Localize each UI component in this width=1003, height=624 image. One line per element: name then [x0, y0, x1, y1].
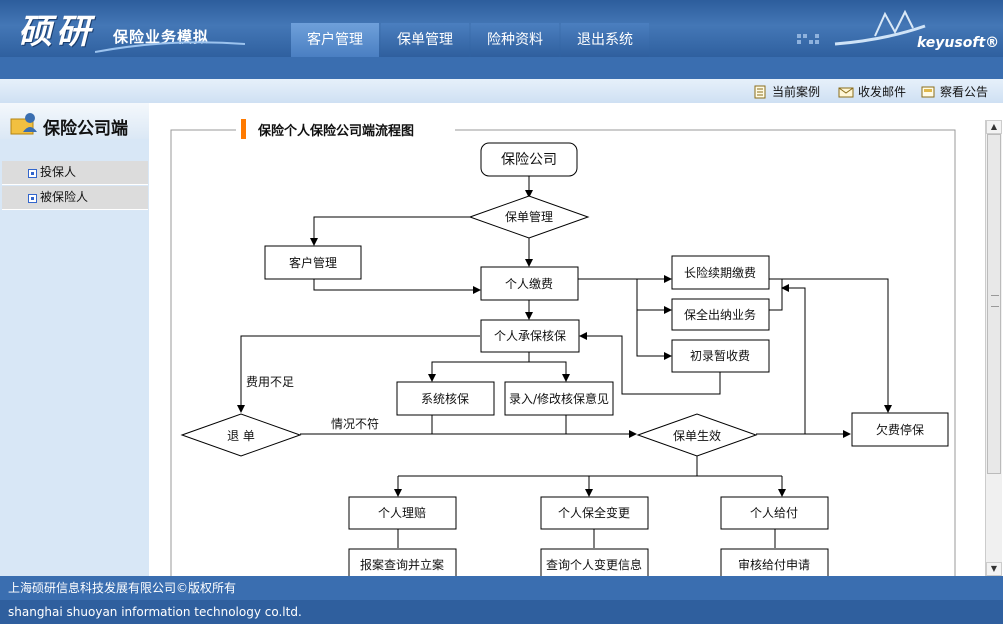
- edge-label-mismatch: 情况不符: [331, 416, 379, 431]
- footer-copyright-text: 上海硕研信息科技发展有限公司©版权所有: [8, 581, 237, 595]
- flowchart: 保险个人保险公司端流程图: [170, 119, 956, 576]
- label-personal-payment: 个人缴费: [505, 276, 553, 291]
- current-case-link[interactable]: 当前案例: [752, 83, 820, 100]
- label-review-payout: 审核给付申请: [738, 557, 810, 572]
- node-payout: [720, 496, 829, 530]
- nav-product-info[interactable]: 险种资料: [471, 23, 559, 57]
- node-report-case: [348, 548, 457, 576]
- sidebar: 保险公司端 投保人 被保险人: [0, 103, 149, 576]
- node-refund: [180, 413, 302, 457]
- node-policy-management: [468, 195, 590, 239]
- sidebar-item-label: 被保险人: [40, 190, 89, 204]
- label-payout: 个人给付: [750, 506, 798, 520]
- node-preservation-change: [540, 496, 649, 530]
- brand-graphic-icon: [797, 9, 926, 46]
- sidebar-item-label: 投保人: [40, 165, 77, 179]
- node-review-payout: [720, 548, 829, 576]
- app-header: 硕研 保险业务模拟 客户管理 保单管理 险种资料 退出系统 keyusoft®: [0, 0, 1003, 57]
- node-system-underwriting: [396, 381, 495, 416]
- footer-company-text: shanghai shuoyan information technology …: [8, 605, 302, 619]
- top-toolbar: 当前案例 收发邮件 察看公告: [0, 79, 1003, 103]
- flow-connectors: [237, 176, 892, 548]
- node-underwriting: [480, 319, 580, 353]
- main-scrollbar[interactable]: ▲ ▼: [985, 120, 1002, 576]
- node-customer-management: [264, 245, 362, 280]
- node-long-term-renewal: [671, 255, 770, 290]
- announcement-link[interactable]: 察看公告: [920, 83, 988, 100]
- main-content: 保险个人保险公司端流程图: [149, 103, 985, 576]
- label-report-case: 报案查询并立案: [360, 557, 444, 572]
- nav-policy-management[interactable]: 保单管理: [381, 23, 469, 57]
- label-insurance-company: 保险公司: [501, 152, 557, 168]
- footer-copyright: 上海硕研信息科技发展有限公司©版权所有: [0, 576, 1003, 600]
- title-accent-bar: [241, 119, 246, 139]
- label-customer-management: 客户管理: [289, 255, 337, 270]
- node-query-change: [540, 548, 649, 576]
- current-case-label: 当前案例: [772, 85, 821, 99]
- main-nav: 客户管理 保单管理 险种资料 退出系统: [291, 23, 651, 57]
- node-initial-receipt: [671, 339, 770, 373]
- label-refund: 退 单: [227, 429, 255, 443]
- sidebar-header: 保险公司端: [0, 103, 149, 139]
- document-icon: [754, 85, 766, 98]
- announcement-label: 察看公告: [940, 85, 989, 99]
- brand-keyusoft: keyusoft®: [917, 35, 1000, 51]
- node-claim: [348, 496, 457, 530]
- label-query-change: 查询个人变更信息: [546, 557, 642, 572]
- node-lapse: [851, 412, 949, 447]
- user-folder-icon: [10, 113, 37, 135]
- label-claim: 个人理赔: [378, 505, 426, 520]
- edge-label-insufficient-fee: 费用不足: [246, 375, 294, 389]
- label-policy-effective: 保单生效: [673, 428, 721, 443]
- label-initial-receipt: 初录暂收费: [690, 349, 750, 363]
- mail-icon: [838, 87, 854, 97]
- footer-company: shanghai shuoyan information technology …: [0, 600, 1003, 624]
- nav-customer-management[interactable]: 客户管理: [291, 23, 379, 57]
- logo-text: 硕研: [18, 12, 94, 52]
- mail-label: 收发邮件: [858, 85, 907, 99]
- scroll-down-arrow-icon[interactable]: ▼: [986, 562, 1002, 576]
- label-long-term-renewal: 长险续期缴费: [684, 265, 756, 280]
- sidebar-item-insured[interactable]: 被保险人: [2, 186, 148, 210]
- label-underwriting: 个人承保核保: [494, 329, 566, 343]
- sidebar-item-policyholder[interactable]: 投保人: [2, 161, 148, 185]
- label-preservation-change: 个人保全变更: [558, 505, 630, 520]
- header-band: [0, 57, 1003, 79]
- label-lapse: 欠费停保: [876, 422, 924, 437]
- sidebar-title: 保险公司端: [43, 119, 128, 139]
- scroll-grip-icon: [991, 295, 999, 307]
- label-edit-opinion: 录入/修改核保意见: [509, 391, 609, 406]
- logo-swoosh-icon: [95, 41, 245, 53]
- label-system-underwriting: 系统核保: [421, 392, 469, 406]
- node-preservation-cashier: [671, 298, 770, 331]
- label-preservation-cashier: 保全出纳业务: [684, 307, 756, 322]
- announcement-icon: [921, 86, 935, 97]
- node-personal-payment: [480, 266, 579, 301]
- bullet-icon: [28, 169, 37, 178]
- flowchart-title: 保险个人保险公司端流程图: [257, 123, 414, 139]
- bullet-icon: [28, 194, 37, 203]
- scroll-thumb[interactable]: [987, 134, 1001, 474]
- label-policy-management: 保单管理: [505, 209, 553, 224]
- node-policy-effective: [636, 413, 758, 457]
- flowchart-frame: [170, 129, 956, 576]
- scroll-up-arrow-icon[interactable]: ▲: [986, 120, 1002, 134]
- node-edit-opinion: [504, 381, 614, 416]
- node-insurance-company: [480, 142, 578, 177]
- nav-exit-system[interactable]: 退出系统: [561, 23, 649, 57]
- mail-link[interactable]: 收发邮件: [838, 83, 906, 100]
